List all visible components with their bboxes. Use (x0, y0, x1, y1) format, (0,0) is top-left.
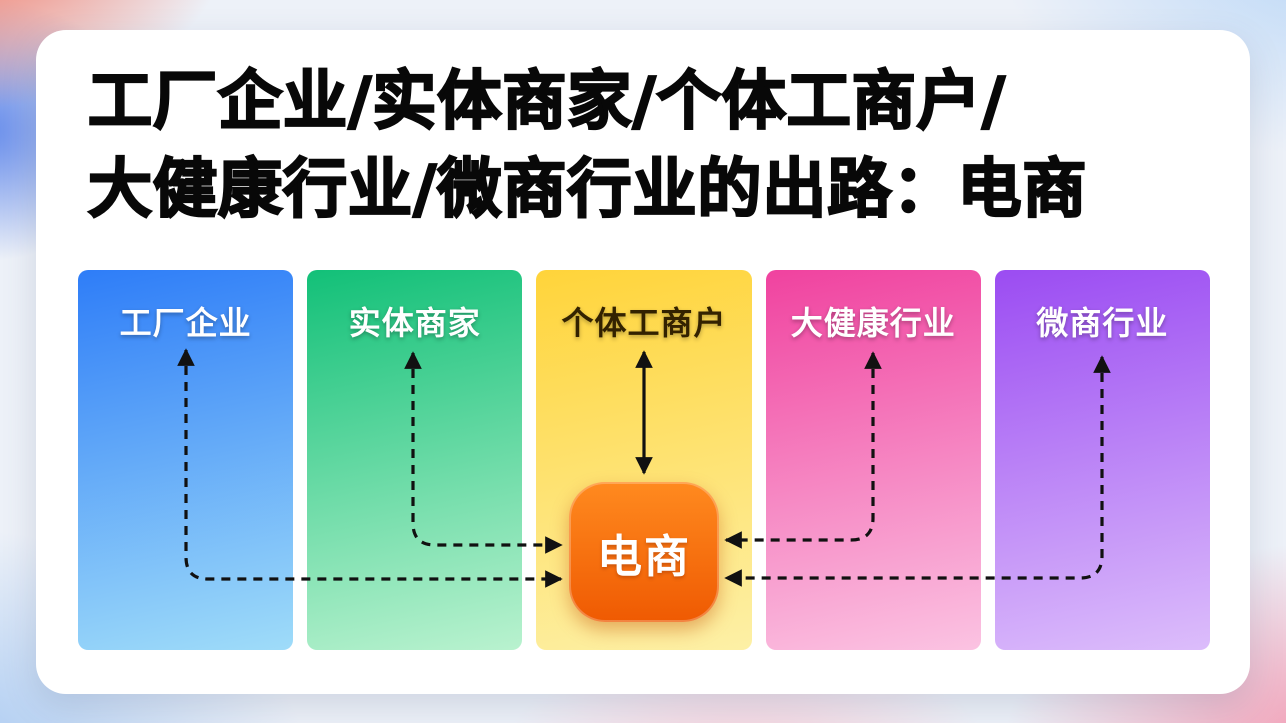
title-line-2: 大健康行业/微商行业的出路：电商 (87, 152, 1088, 228)
ecommerce-node: 电商 (569, 482, 719, 622)
ecommerce-node-label: 电商 (596, 529, 691, 583)
column-label: 大健康行业 (790, 304, 956, 342)
column-micro-business: 微商行业 (994, 270, 1211, 650)
column-label: 工厂企业 (119, 304, 252, 342)
column-factory-enterprise: 工厂企业 (78, 270, 294, 650)
column-label: 微商行业 (1036, 304, 1169, 342)
column-label: 个体工商户 (561, 304, 727, 342)
column-health-industry: 大健康行业 (765, 270, 981, 650)
content-card: 工厂企业/实体商家/个体工商户/ 大健康行业/微商行业的出路：电商 工厂企业 实… (36, 30, 1250, 694)
title-line-1: 工厂企业/实体商家/个体工商户/ (87, 64, 1007, 140)
column-label: 实体商家 (348, 304, 481, 342)
page-title: 工厂企业/实体商家/个体工商户/ 大健康行业/微商行业的出路：电商 (87, 58, 1248, 235)
column-physical-merchant: 实体商家 (307, 270, 523, 650)
